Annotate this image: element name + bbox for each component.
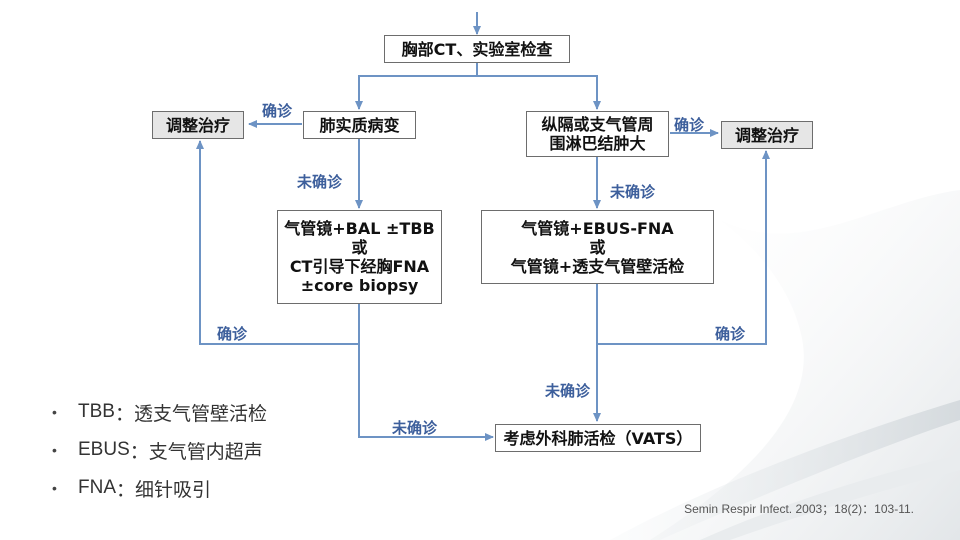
right-procedure-line-1: 气管镜+EBUS-FNA — [521, 218, 674, 238]
abbreviation-meaning: 透支气管壁活检 — [133, 403, 267, 425]
left-procedure-box: 气管镜+BAL ±TBB 或 CT引导下经胸FNA ±core biopsy — [277, 210, 442, 304]
right-procedure-line-2: 或 — [589, 237, 606, 257]
parenchymal-lesion-box: 肺实质病变 — [303, 111, 416, 139]
adjust-treatment-left-box: 调整治疗 — [152, 111, 244, 139]
arrow-left-proc-confirmed — [196, 140, 360, 345]
right-procedure-box: 气管镜+EBUS-FNA 或 气管镜+透支气管壁活检 — [481, 210, 714, 284]
abbreviation-list: • TBB：透支气管壁活检 • EBUS：支气管内超声 • FNA：细针吸引 — [52, 393, 267, 507]
label-unconfirmed-right: 未确诊 — [610, 183, 656, 201]
label-unconfirmed-left: 未确诊 — [297, 173, 343, 191]
abbreviation-term: EBUS — [78, 439, 130, 460]
abbreviation-item-tbb: • TBB：透支气管壁活检 — [52, 393, 267, 431]
label-confirmed-top-left: 确诊 — [262, 102, 293, 120]
adjust-treatment-left-label: 调整治疗 — [165, 115, 230, 135]
surgical-biopsy-label: 考虑外科肺活检（VATS） — [503, 428, 693, 448]
adjust-treatment-right-label: 调整治疗 — [734, 125, 799, 145]
label-unconfirmed-bottom-right: 未确诊 — [545, 382, 591, 400]
lymph-node-line-1: 纵隔或支气管周 — [541, 115, 654, 134]
abbreviation-item-fna: • FNA：细针吸引 — [52, 469, 267, 507]
lymph-node-box: 纵隔或支气管周 围淋巴结肿大 — [526, 111, 669, 157]
left-procedure-line-2: 或 — [351, 238, 368, 257]
label-confirmed-bottom-right: 确诊 — [715, 325, 746, 343]
bullet-marker: • — [52, 442, 57, 458]
lymph-node-line-2: 围淋巴结肿大 — [549, 134, 646, 153]
left-procedure-line-3: CT引导下经胸FNA — [289, 257, 430, 276]
bullet-marker: • — [52, 404, 57, 420]
surgical-biopsy-box: 考虑外科肺活检（VATS） — [495, 424, 701, 452]
abbreviation-meaning: 细针吸引 — [135, 479, 212, 501]
bullet-marker: • — [52, 480, 57, 496]
parenchymal-lesion-label: 肺实质病变 — [319, 115, 400, 135]
left-procedure-line-4: ±core biopsy — [300, 276, 419, 295]
abbreviation-separator: ： — [114, 403, 134, 425]
start-box: 胸部CT、实验室检查 — [384, 35, 570, 63]
abbreviation-term: TBB — [78, 401, 115, 422]
arrow-right-proc-confirmed — [597, 150, 770, 345]
arrow-start-to-right — [477, 75, 601, 110]
abbreviation-separator: ： — [129, 441, 149, 463]
label-confirmed-bottom-left: 确诊 — [217, 325, 248, 343]
abbreviation-item-ebus: • EBUS：支气管内超声 — [52, 431, 267, 469]
start-label: 胸部CT、实验室检查 — [401, 39, 553, 59]
left-procedure-line-1: 气管镜+BAL ±TBB — [284, 219, 435, 238]
citation: Semin Respir Infect. 2003；18(2)：103-11. — [684, 502, 914, 516]
abbreviation-term: FNA — [78, 477, 116, 498]
adjust-treatment-right-box: 调整治疗 — [721, 121, 813, 149]
right-procedure-line-3: 气管镜+透支气管壁活检 — [510, 256, 685, 276]
abbreviation-separator: ： — [116, 479, 136, 501]
label-unconfirmed-bottom-left: 未确诊 — [392, 419, 438, 437]
arrow-start-to-left — [355, 62, 478, 110]
abbreviation-meaning: 支气管内超声 — [148, 441, 263, 463]
label-confirmed-top-right: 确诊 — [674, 116, 705, 134]
arrow-left-proc-unconfirmed — [358, 344, 494, 441]
